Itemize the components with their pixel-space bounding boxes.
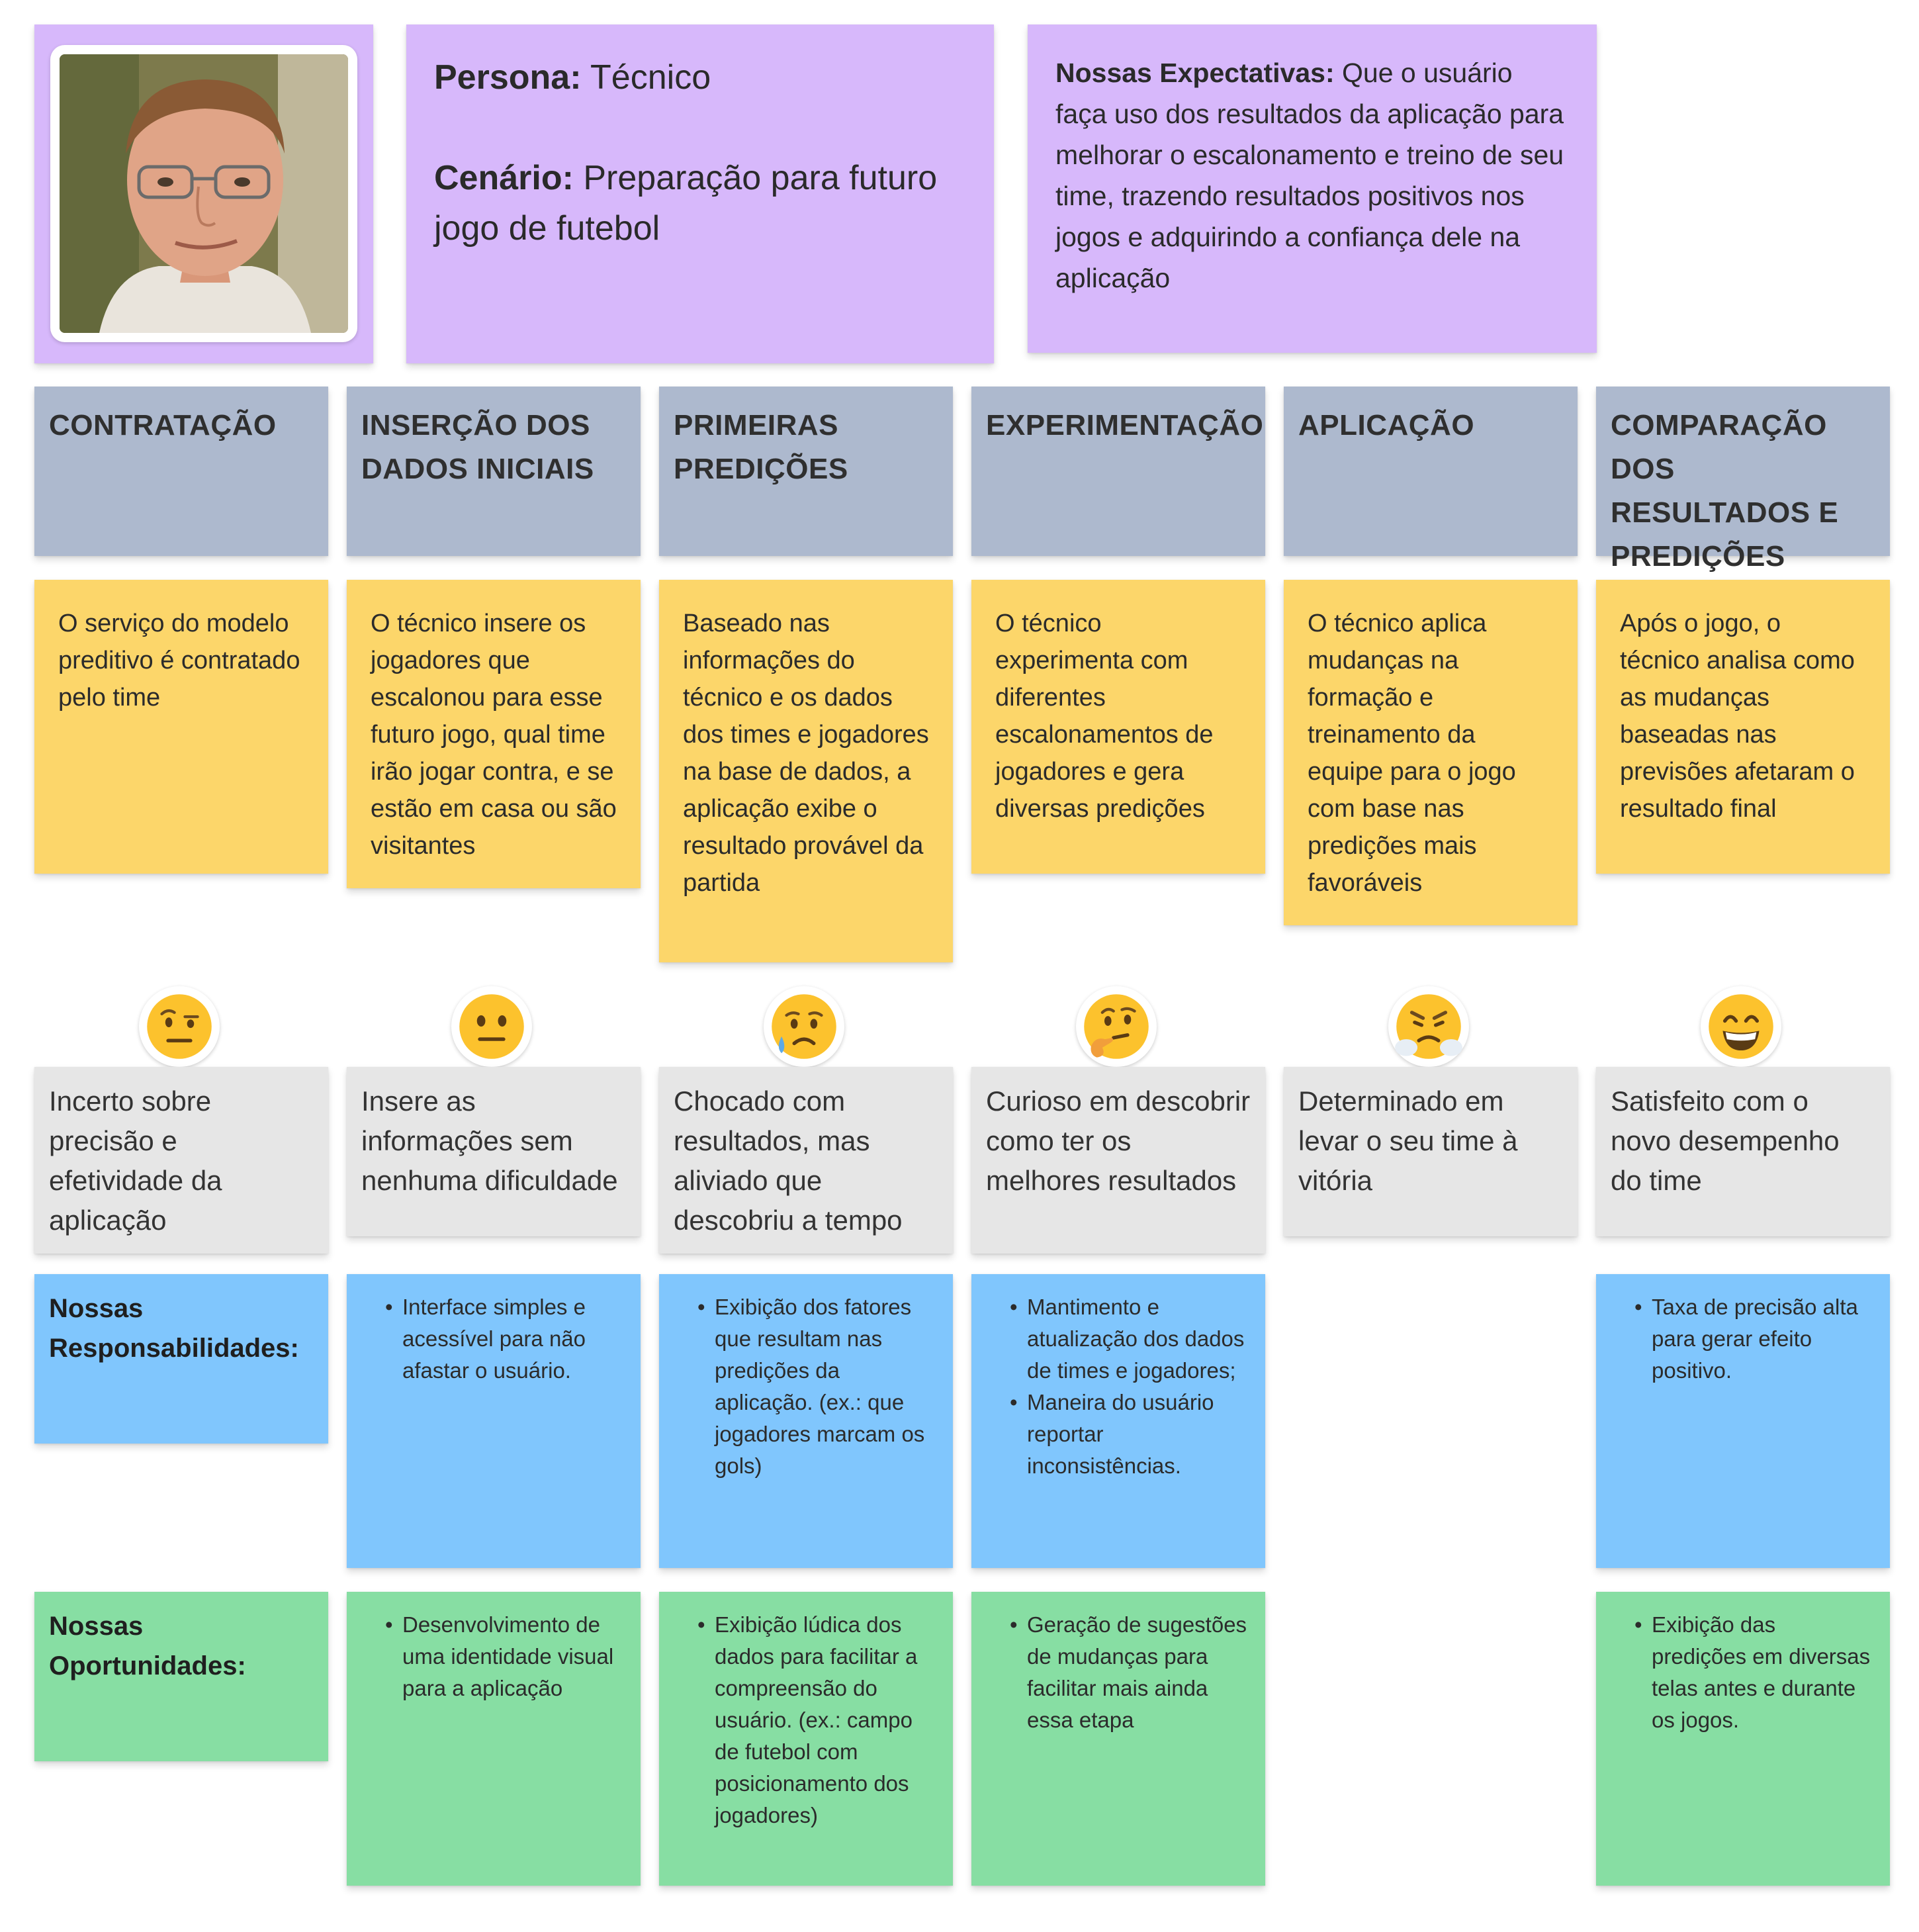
phase-title-4: EXPERIMENTAÇÃO xyxy=(971,387,1265,556)
opportunity-list-3: Exibição lúdica dos dados para facilitar… xyxy=(674,1609,938,1831)
feeling-note-4: Curioso em descobrir como ter os melhore… xyxy=(971,1067,1265,1254)
list-item: Taxa de precisão alta para gerar efeito … xyxy=(1634,1291,1875,1387)
responsibility-list-3: Exibição dos fatores que resultam nas pr… xyxy=(674,1291,938,1482)
opportunity-list-6: Exibição das predições em diversas telas… xyxy=(1611,1609,1875,1736)
feeling-note-2: Insere as informações sem nenhuma dificu… xyxy=(347,1067,641,1236)
sad-relieved-emoji-icon xyxy=(764,986,844,1067)
list-item: Mantimento e atualização dos dados de ti… xyxy=(1010,1291,1251,1387)
responsibility-list-2: Interface simples e acessível para não a… xyxy=(361,1291,626,1387)
responsibility-note-4: Mantimento e atualização dos dados de ti… xyxy=(971,1274,1265,1568)
steam-nose-emoji-icon xyxy=(1388,986,1469,1067)
thinking-face-emoji-icon xyxy=(1076,986,1157,1067)
phase-title-6: COMPARAÇÃO DOS RESULTADOS E PREDIÇÕES xyxy=(1596,387,1890,573)
phase-title-2: INSERÇÃO DOS DADOS INICIAIS xyxy=(347,387,641,556)
opportunities-label: Nossas Oportunidades: xyxy=(34,1592,328,1761)
responsibility-note-3: Exibição dos fatores que resultam nas pr… xyxy=(659,1274,953,1568)
expectations-card: Nossas Expectativas: Que o usuário faça … xyxy=(1028,24,1597,353)
expectations-label: Nossas Expectativas: xyxy=(1055,58,1335,88)
action-note-5: O técnico aplica mudanças na formação e … xyxy=(1284,580,1578,925)
list-item: Exibição lúdica dos dados para facilitar… xyxy=(697,1609,938,1831)
list-item: Maneira do usuário reportar inconsistênc… xyxy=(1010,1387,1251,1482)
action-note-3: Baseado nas informações do técnico e os … xyxy=(659,580,953,962)
action-note-1: O serviço do modelo preditivo é contrata… xyxy=(34,580,328,874)
persona-line: Persona: Técnico xyxy=(434,52,966,103)
phase-title-3: PRIMEIRAS PREDIÇÕES xyxy=(659,387,953,556)
raised-eyebrow-emoji-icon xyxy=(139,986,220,1067)
opportunity-note-6: Exibição das predições em diversas telas… xyxy=(1596,1592,1890,1886)
list-item: Interface simples e acessível para não a… xyxy=(385,1291,626,1387)
list-item: Exibição das predições em diversas telas… xyxy=(1634,1609,1875,1736)
neutral-face-emoji-icon xyxy=(451,986,532,1067)
expectations-text: Que o usuário faça uso dos resultados da… xyxy=(1055,58,1564,293)
feeling-note-5: Determinado em levar o seu time à vitóri… xyxy=(1284,1067,1578,1236)
responsibilities-label: Nossas Responsabilidades: xyxy=(34,1274,328,1444)
persona-photo-frame xyxy=(50,45,357,342)
opportunity-note-2: Desenvolvimento de uma identidade visual… xyxy=(347,1592,641,1886)
responsibility-note-6: Taxa de precisão alta para gerar efeito … xyxy=(1596,1274,1890,1568)
responsibility-note-2: Interface simples e acessível para não a… xyxy=(347,1274,641,1568)
persona-value: Técnico xyxy=(590,58,711,97)
persona-scenario-card: Persona: Técnico Cenário: Preparação par… xyxy=(406,24,994,363)
phase-title-1: CONTRATAÇÃO xyxy=(34,387,328,556)
persona-photo xyxy=(60,54,348,333)
responsibility-list-6: Taxa de precisão alta para gerar efeito … xyxy=(1611,1291,1875,1387)
action-note-4: O técnico experimenta com diferentes esc… xyxy=(971,580,1265,874)
action-note-2: O técnico insere os jogadores que escalo… xyxy=(347,580,641,888)
persona-photo-card xyxy=(34,24,373,363)
persona-label: Persona: xyxy=(434,58,582,97)
feeling-note-6: Satisfeito com o novo desempenho do time xyxy=(1596,1067,1890,1236)
opportunity-list-4: Geração de sugestões de mudanças para fa… xyxy=(986,1609,1251,1736)
grinning-face-emoji-icon xyxy=(1701,986,1781,1067)
list-item: Desenvolvimento de uma identidade visual… xyxy=(385,1609,626,1704)
list-item: Exibição dos fatores que resultam nas pr… xyxy=(697,1291,938,1482)
scenario-line: Cenário: Preparação para futuro jogo de … xyxy=(434,153,966,253)
list-item: Geração de sugestões de mudanças para fa… xyxy=(1010,1609,1251,1736)
feeling-note-3: Chocado com resultados, mas aliviado que… xyxy=(659,1067,953,1254)
responsibility-list-4: Mantimento e atualização dos dados de ti… xyxy=(986,1291,1251,1482)
scenario-value: Preparação para futuro jogo de futebol xyxy=(434,159,938,248)
scenario-label: Cenário: xyxy=(434,159,574,197)
phase-title-5: APLICAÇÃO xyxy=(1284,387,1578,556)
feeling-note-1: Incerto sobre precisão e efetividade da … xyxy=(34,1067,328,1254)
opportunity-note-4: Geração de sugestões de mudanças para fa… xyxy=(971,1592,1265,1886)
action-note-6: Após o jogo, o técnico analisa como as m… xyxy=(1596,580,1890,874)
opportunity-list-2: Desenvolvimento de uma identidade visual… xyxy=(361,1609,626,1704)
opportunity-note-3: Exibição lúdica dos dados para facilitar… xyxy=(659,1592,953,1886)
